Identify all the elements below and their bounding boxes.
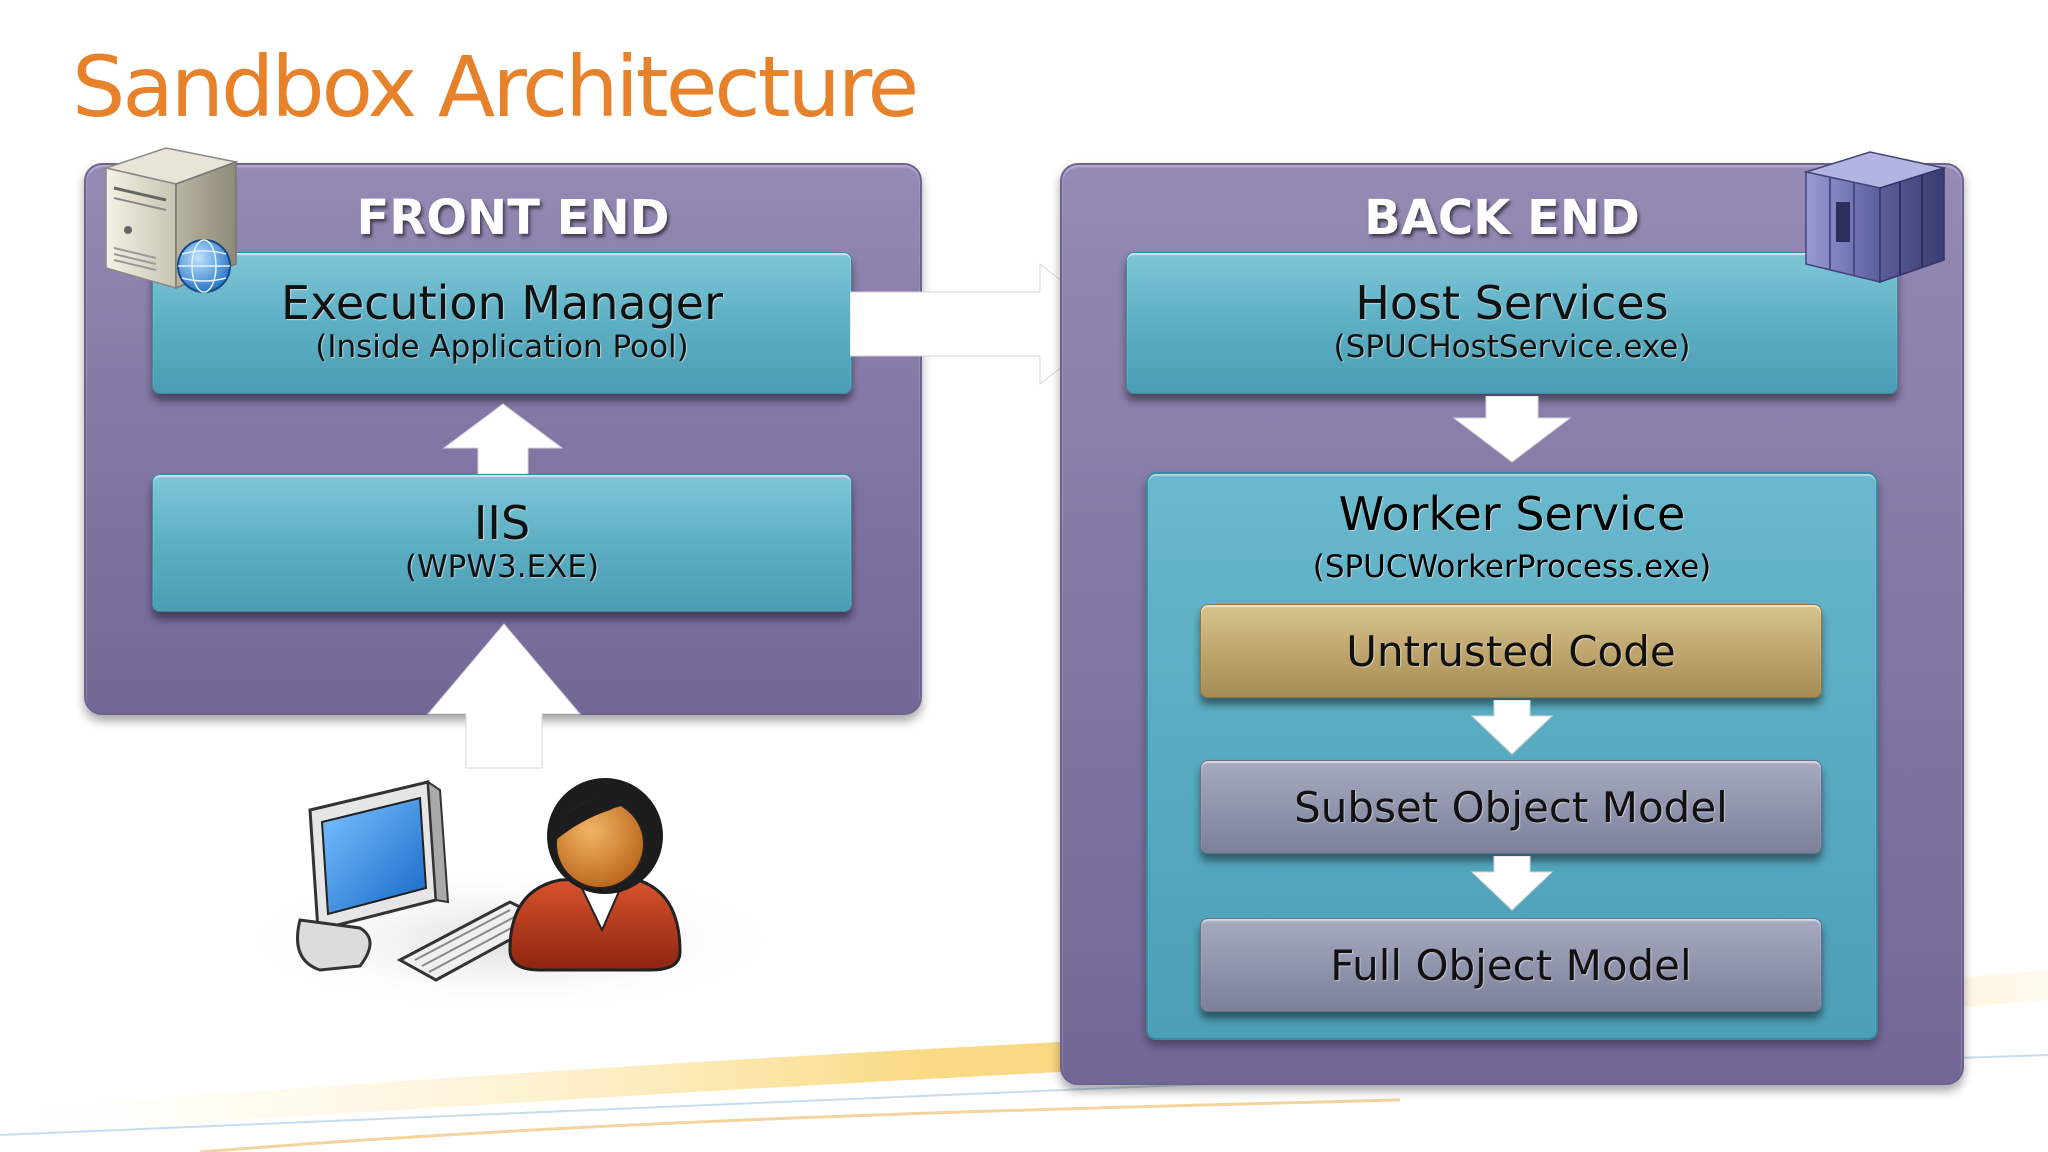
host-services-title: Host Services bbox=[1355, 276, 1669, 331]
execution-manager-title: Execution Manager bbox=[281, 276, 723, 331]
arrow-down-untrusted-to-subset bbox=[1470, 700, 1554, 755]
computer-user-icon bbox=[230, 778, 780, 1015]
back-end-label: BACK END bbox=[1364, 190, 1640, 246]
iis-box: IIS (WPW3.EXE) bbox=[152, 474, 852, 612]
execution-manager-subtitle: (Inside Application Pool) bbox=[315, 328, 689, 365]
subset-object-model-label: Subset Object Model bbox=[1294, 782, 1728, 832]
web-server-icon bbox=[103, 147, 239, 293]
full-object-model-box: Full Object Model bbox=[1200, 918, 1822, 1012]
subset-object-model-box: Subset Object Model bbox=[1200, 760, 1822, 854]
host-services-box: Host Services (SPUCHostService.exe) bbox=[1126, 252, 1898, 394]
iis-subtitle: (WPW3.EXE) bbox=[404, 548, 600, 585]
arrow-down-subset-to-full bbox=[1470, 856, 1554, 911]
full-object-model-label: Full Object Model bbox=[1330, 940, 1692, 990]
host-services-subtitle: (SPUCHostService.exe) bbox=[1333, 328, 1691, 365]
worker-service-title: Worker Service bbox=[1338, 487, 1686, 541]
arrow-up-iis-to-exec bbox=[442, 403, 564, 474]
execution-manager-box: Execution Manager (Inside Application Po… bbox=[152, 252, 852, 394]
slide-title: Sandbox Architecture bbox=[72, 38, 919, 136]
arrow-down-host-to-worker bbox=[1452, 396, 1572, 463]
front-end-label: FRONT END bbox=[356, 190, 670, 246]
untrusted-code-box: Untrusted Code bbox=[1200, 604, 1822, 698]
iis-title: IIS bbox=[473, 496, 531, 551]
arrow-up-client-to-iis bbox=[426, 623, 582, 769]
server-rack-icon bbox=[1803, 151, 1947, 284]
worker-service-subtitle: (SPUCWorkerProcess.exe) bbox=[1312, 549, 1712, 585]
untrusted-code-label: Untrusted Code bbox=[1346, 626, 1676, 676]
